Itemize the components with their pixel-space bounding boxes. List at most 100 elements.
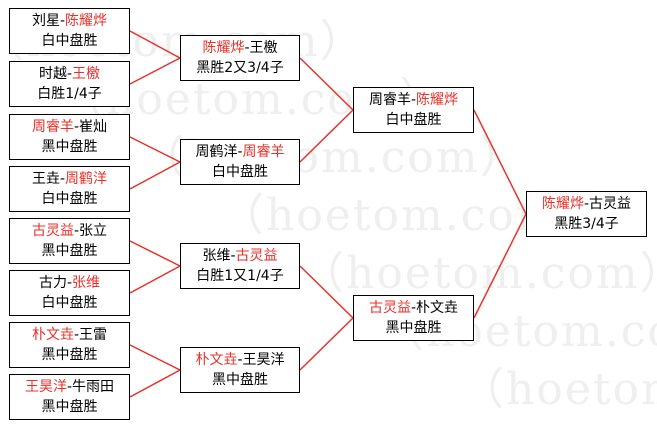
connector-line bbox=[129, 30, 181, 59]
match-players: 刘星-陈耀烨 bbox=[32, 11, 107, 31]
match-box-round3-1: 周睿羊-陈耀烨白中盘胜 bbox=[353, 87, 474, 133]
connector-line bbox=[129, 161, 181, 190]
player-separator: - bbox=[73, 223, 80, 239]
match-result: 白胜1又1/4子 bbox=[196, 268, 284, 284]
player-name: 陈耀烨 bbox=[416, 92, 459, 108]
player-name: 古灵益 bbox=[368, 300, 411, 316]
match-box-round2-4: 朴文垚-王昊洋黑中盘胜 bbox=[180, 347, 300, 393]
player-name: 张维 bbox=[202, 248, 231, 264]
match-result: 白中盘胜 bbox=[41, 191, 98, 207]
player-name: 古灵益 bbox=[589, 196, 632, 212]
match-result: 白中盘胜 bbox=[212, 164, 268, 180]
match-result: 白中盘胜 bbox=[41, 33, 98, 49]
match-box-round1-7: 朴文垚-王雷黑中盘胜 bbox=[9, 322, 130, 368]
player-name: 古力 bbox=[38, 275, 67, 291]
match-result: 白中盘胜 bbox=[385, 112, 442, 128]
connector-line bbox=[129, 240, 181, 267]
connector-line bbox=[129, 265, 181, 294]
match-players: 古灵益-张立 bbox=[32, 221, 107, 241]
match-players: 周睿羊-崔灿 bbox=[32, 117, 107, 137]
player-name: 周鹤洋 bbox=[65, 171, 108, 187]
connector-line bbox=[129, 369, 181, 398]
player-separator: - bbox=[73, 327, 80, 343]
match-result: 黑胜3/4子 bbox=[554, 216, 619, 232]
player-name: 时越 bbox=[38, 66, 67, 82]
match-result: 黑中盘胜 bbox=[41, 399, 98, 415]
match-players: 朴文垚-王昊洋 bbox=[195, 350, 284, 370]
match-box-round2-3: 张维-古灵益白胜1又1/4子 bbox=[180, 243, 300, 289]
player-name: 古灵益 bbox=[31, 223, 74, 239]
player-name: 王檄 bbox=[72, 66, 101, 82]
player-separator: - bbox=[59, 171, 66, 187]
match-players: 王垚-周鹤洋 bbox=[32, 169, 107, 189]
match-box-round1-5: 古灵益-张立黑中盘胜 bbox=[9, 218, 130, 264]
watermark-text: （hoetom.com） bbox=[460, 364, 657, 415]
player-name: 王垚 bbox=[31, 171, 60, 187]
player-name: 周睿羊 bbox=[242, 144, 285, 160]
player-separator: - bbox=[583, 196, 590, 212]
match-result: 白中盘胜 bbox=[41, 295, 98, 311]
watermark-text: （hoetom.com） bbox=[300, 248, 657, 299]
player-name: 周鹤洋 bbox=[195, 144, 238, 160]
match-box-round1-4: 王垚-周鹤洋白中盘胜 bbox=[9, 166, 130, 212]
match-box-round2-1: 陈耀烨-王檄黑胜2又3/4子 bbox=[180, 35, 300, 81]
player-separator: - bbox=[66, 379, 73, 395]
player-name: 王雷 bbox=[79, 327, 108, 343]
match-players: 时越-王檄 bbox=[39, 64, 100, 84]
player-name: 牛雨田 bbox=[72, 379, 115, 395]
player-name: 朴文垚 bbox=[195, 352, 238, 368]
connector-line bbox=[473, 213, 527, 319]
connector-line bbox=[299, 109, 354, 163]
player-separator: - bbox=[66, 275, 73, 291]
player-name: 王檄 bbox=[249, 40, 278, 56]
player-name: 陈耀烨 bbox=[65, 13, 108, 29]
player-name: 陈耀烨 bbox=[202, 40, 245, 56]
player-name: 周睿羊 bbox=[31, 119, 74, 135]
player-name: 周睿羊 bbox=[368, 92, 411, 108]
connector-line bbox=[129, 57, 181, 85]
player-name: 王昊洋 bbox=[24, 379, 67, 395]
match-box-round1-3: 周睿羊-崔灿黑中盘胜 bbox=[9, 114, 130, 160]
match-players: 陈耀烨-王檄 bbox=[202, 38, 277, 58]
connector-line bbox=[299, 265, 354, 319]
player-name: 朴文垚 bbox=[416, 300, 459, 316]
player-separator: - bbox=[410, 92, 417, 108]
match-players: 古灵益-朴文垚 bbox=[369, 298, 458, 318]
match-box-round1-1: 刘星-陈耀烨白中盘胜 bbox=[9, 8, 130, 54]
match-players: 古力-张维 bbox=[39, 273, 100, 293]
match-result: 黑胜2又3/4子 bbox=[196, 60, 284, 76]
player-name: 崔灿 bbox=[79, 119, 108, 135]
player-name: 王昊洋 bbox=[242, 352, 285, 368]
connector-line bbox=[129, 136, 181, 163]
match-box-round2-2: 周鹤洋-周睿羊白中盘胜 bbox=[180, 139, 300, 185]
match-box-round1-2: 时越-王檄白胜1/4子 bbox=[9, 61, 130, 107]
match-players: 张维-古灵益 bbox=[202, 246, 277, 266]
player-name: 刘星 bbox=[31, 13, 60, 29]
player-name: 陈耀烨 bbox=[541, 196, 584, 212]
player-name: 张立 bbox=[79, 223, 108, 239]
player-separator: - bbox=[244, 40, 250, 56]
connector-line bbox=[129, 344, 181, 371]
match-result: 白胜1/4子 bbox=[37, 86, 102, 102]
match-result: 黑中盘胜 bbox=[385, 320, 442, 336]
player-separator: - bbox=[237, 352, 243, 368]
match-players: 周鹤洋-周睿羊 bbox=[195, 142, 284, 162]
player-separator: - bbox=[237, 144, 243, 160]
connector-line bbox=[299, 57, 354, 111]
match-result: 黑中盘胜 bbox=[41, 347, 98, 363]
match-box-round1-6: 古力-张维白中盘胜 bbox=[9, 270, 130, 316]
match-result: 黑中盘胜 bbox=[212, 372, 268, 388]
player-name: 古灵益 bbox=[235, 248, 278, 264]
player-separator: - bbox=[59, 13, 66, 29]
player-separator: - bbox=[73, 119, 80, 135]
player-name: 朴文垚 bbox=[31, 327, 74, 343]
match-box-final-1: 陈耀烨-古灵益黑胜3/4子 bbox=[526, 191, 647, 237]
match-box-round3-2: 古灵益-朴文垚黑中盘胜 bbox=[353, 295, 474, 341]
player-separator: - bbox=[410, 300, 417, 316]
match-box-round1-8: 王昊洋-牛雨田黑中盘胜 bbox=[9, 374, 130, 420]
player-separator: - bbox=[230, 248, 236, 264]
match-players: 陈耀烨-古灵益 bbox=[542, 194, 631, 214]
match-result: 黑中盘胜 bbox=[41, 139, 98, 155]
match-players: 朴文垚-王雷 bbox=[32, 325, 107, 345]
